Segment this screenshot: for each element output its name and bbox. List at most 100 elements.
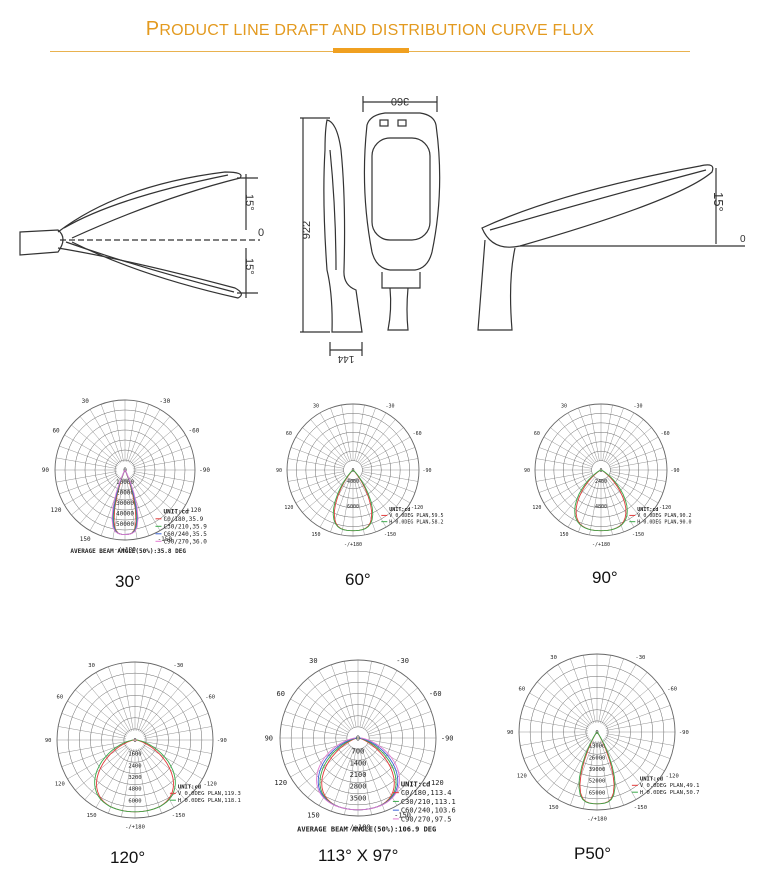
angle-label: -120 [427, 779, 444, 787]
grid-spoke [307, 746, 352, 798]
angle-label: -150 [158, 536, 173, 543]
distribution-curve [316, 737, 400, 811]
angle-label: 60 [519, 687, 526, 693]
distribution-curve [332, 469, 374, 532]
grid-spoke [281, 739, 348, 752]
legend-entry: C90/270,36.0 [164, 538, 208, 545]
grid-spoke [138, 666, 162, 732]
grid-spoke [355, 478, 376, 533]
grid-spoke [535, 471, 592, 482]
grid-spoke [290, 447, 345, 468]
grid-spoke [538, 472, 593, 493]
ring-value-label: 4000 [347, 479, 359, 485]
legend-entry: V 0.0DEG PLAN,59.5 [389, 513, 443, 519]
grid-spoke [537, 737, 590, 783]
grid-spoke [138, 748, 162, 814]
angle-label: -120 [659, 505, 671, 511]
grid-spoke [142, 689, 195, 735]
distribution-curve [94, 739, 176, 813]
grid-spoke [546, 739, 592, 792]
grid-spoke [605, 477, 635, 528]
unit-label: UNIT:cd [401, 780, 431, 788]
grid-spoke [341, 479, 352, 536]
caption-30: 30° [115, 572, 141, 591]
ring-value-label: 3200 [128, 775, 141, 781]
angle-label: -60 [661, 431, 670, 437]
grid-spoke [142, 745, 195, 791]
polar-grid [54, 399, 196, 541]
grid-spoke [609, 447, 664, 468]
grid-spoke [108, 666, 132, 732]
grid-spoke [79, 416, 120, 464]
grid-spoke [543, 436, 594, 466]
grid-spoke [610, 458, 667, 469]
title-accent-bar [333, 48, 409, 53]
grid-spoke [354, 404, 365, 461]
grid-spoke [84, 747, 130, 800]
angle-label: -90 [441, 734, 454, 742]
unit-label: UNIT:cd [389, 507, 410, 513]
polar-grid [56, 661, 214, 819]
grid-spoke [310, 419, 348, 464]
grid-spoke [368, 724, 435, 737]
grid-spoke [132, 472, 191, 495]
angle-label: -90 [679, 730, 689, 736]
angle-label: 150 [87, 813, 97, 819]
angle-label: 90 [42, 467, 50, 474]
grid-spoke [130, 416, 171, 464]
ring-value-label: 6000 [128, 798, 141, 804]
grid-spoke [89, 477, 121, 531]
caption-60: 60° [345, 570, 371, 589]
angle-label: -/+180 [592, 542, 610, 548]
angle-label: 90 [524, 468, 530, 474]
angle-label: 120 [284, 505, 293, 511]
right-zero-label: 0 [740, 234, 746, 245]
angle-label: -60 [413, 431, 422, 437]
unit-label: UNIT:cd [178, 784, 201, 790]
ring-value-label: 20000 [116, 490, 134, 497]
grid-spoke [529, 736, 589, 772]
grid-spoke [523, 735, 589, 759]
profile-view-drawing [300, 117, 363, 356]
angle-label: -30 [396, 657, 409, 665]
center-zero-label: 0 [133, 738, 136, 744]
angle-label: 30 [313, 404, 319, 410]
grid-spoke [363, 670, 398, 729]
legend-entry: C30/210,35.9 [164, 523, 208, 530]
grid-spoke [331, 748, 355, 812]
grid-spoke [603, 478, 624, 533]
height-dimension: 922 [301, 221, 313, 239]
angle-label: -90 [199, 467, 210, 474]
grid-spoke [601, 664, 637, 724]
grid-spoke [557, 664, 593, 724]
ring-value-label: 1400 [350, 759, 367, 767]
grid-spoke [89, 409, 121, 463]
angle-label: 60 [534, 431, 540, 437]
grid-spoke [112, 401, 124, 462]
grid-spoke [67, 744, 127, 780]
grid-spoke [139, 748, 175, 808]
grid-spoke [121, 749, 134, 817]
grid-spoke [361, 664, 385, 728]
grid-spoke [589, 404, 600, 461]
legend-entry: C90/270,97.5 [401, 815, 452, 823]
grid-spoke [567, 412, 597, 463]
angle-label: -120 [411, 505, 423, 511]
grid-spoke [368, 711, 432, 735]
grid-spoke [546, 672, 592, 725]
angle-label: -60 [205, 695, 215, 701]
grid-spoke [341, 404, 352, 461]
angle-label: 120 [274, 779, 287, 787]
grid-spoke [133, 471, 194, 483]
grid-spoke [84, 680, 130, 733]
caption-120: 120° [110, 848, 146, 867]
grid-spoke [354, 479, 365, 536]
ring-value-label: 30000 [116, 500, 134, 507]
grid-spoke [131, 475, 179, 516]
grid-spoke [58, 741, 126, 754]
grid-spoke [602, 672, 648, 725]
angle-label: 30 [561, 404, 567, 410]
